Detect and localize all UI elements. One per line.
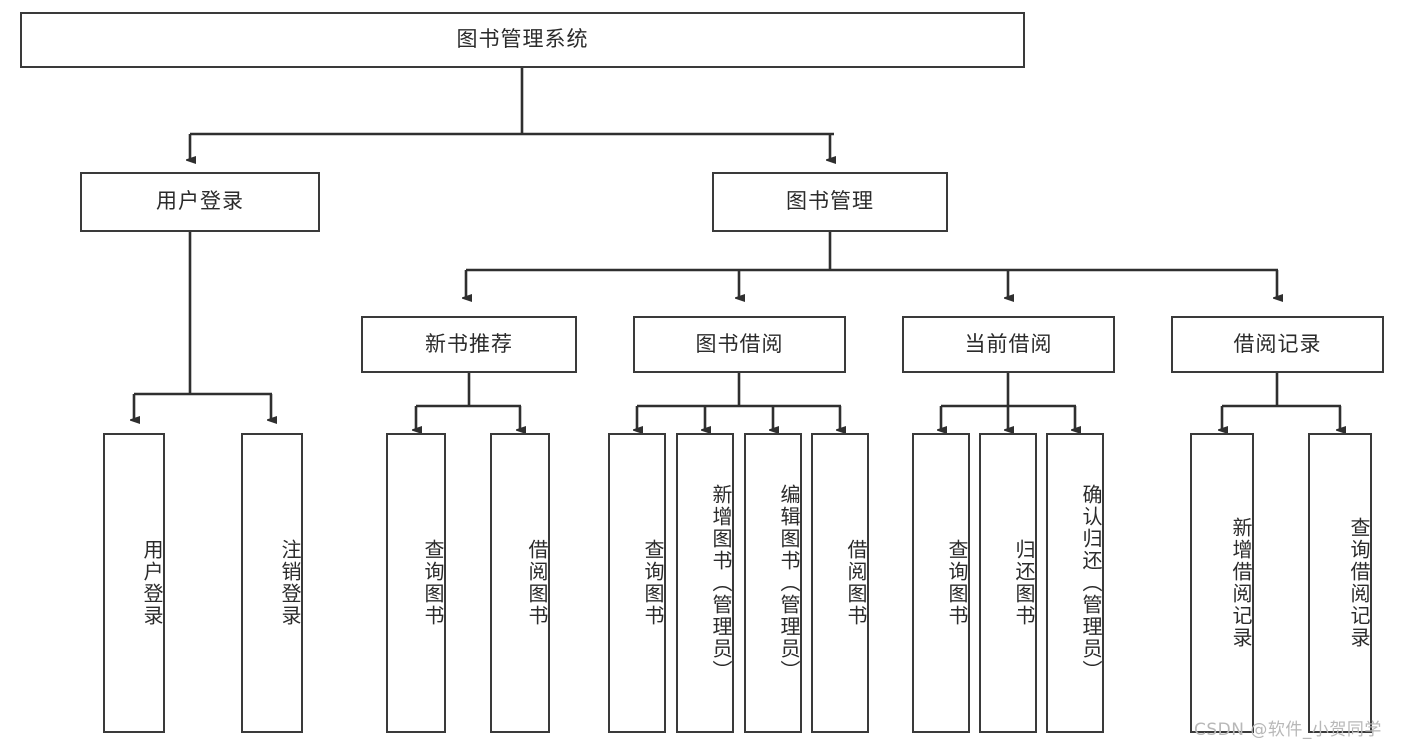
leaf-user-login[interactable]: 用户登录 [103,433,165,733]
node-book-borrow[interactable]: 图书借阅 [633,316,846,373]
node-root-system[interactable]: 图书管理系统 [20,12,1025,68]
leaf-query-book-borrow[interactable]: 查询图书 [608,433,666,733]
node-label: 图书管理系统 [456,27,589,52]
node-label: 注销登录 [278,539,302,627]
node-label: 图书借阅 [695,331,784,356]
node-label: 查询图书 [641,539,665,627]
node-label: 新增图书（管理员） [709,484,733,682]
node-label: 查询图书 [421,539,445,627]
leaf-add-book-admin[interactable]: 新增图书（管理员） [676,433,734,733]
leaf-borrow-book-recommend[interactable]: 借阅图书 [490,433,550,733]
leaf-query-book-recommend[interactable]: 查询图书 [386,433,446,733]
leaf-confirm-return-admin[interactable]: 确认归还（管理员） [1046,433,1104,733]
node-label: 编辑图书（管理员） [777,484,801,682]
leaf-borrow-book[interactable]: 借阅图书 [811,433,869,733]
node-label: 归还图书 [1012,539,1036,627]
leaf-return-book[interactable]: 归还图书 [979,433,1037,733]
leaf-query-borrow-record[interactable]: 查询借阅记录 [1308,433,1372,733]
node-label: 借阅图书 [844,539,868,627]
node-label: 当前借阅 [964,331,1053,356]
node-label: 用户登录 [156,189,244,214]
node-borrow-record[interactable]: 借阅记录 [1171,316,1384,373]
node-label: 查询借阅记录 [1347,517,1371,649]
node-book-management[interactable]: 图书管理 [712,172,948,232]
csdn-watermark: CSDN @软件_小贺同学 [1194,720,1382,740]
node-new-book-recommend[interactable]: 新书推荐 [361,316,577,373]
leaf-query-book-current[interactable]: 查询图书 [912,433,970,733]
node-user-login[interactable]: 用户登录 [80,172,320,232]
leaf-edit-book-admin[interactable]: 编辑图书（管理员） [744,433,802,733]
node-current-borrow[interactable]: 当前借阅 [902,316,1115,373]
leaf-logout[interactable]: 注销登录 [241,433,303,733]
node-label: 查询图书 [945,539,969,627]
node-label: 借阅记录 [1233,331,1322,356]
node-label: 新书推荐 [425,331,513,356]
node-label: 确认归还（管理员） [1079,484,1103,682]
node-label: 新增借阅记录 [1229,517,1253,649]
node-label: 借阅图书 [525,539,549,627]
leaf-add-borrow-record[interactable]: 新增借阅记录 [1190,433,1254,733]
node-label: 图书管理 [786,189,874,214]
node-label: 用户登录 [140,539,164,627]
